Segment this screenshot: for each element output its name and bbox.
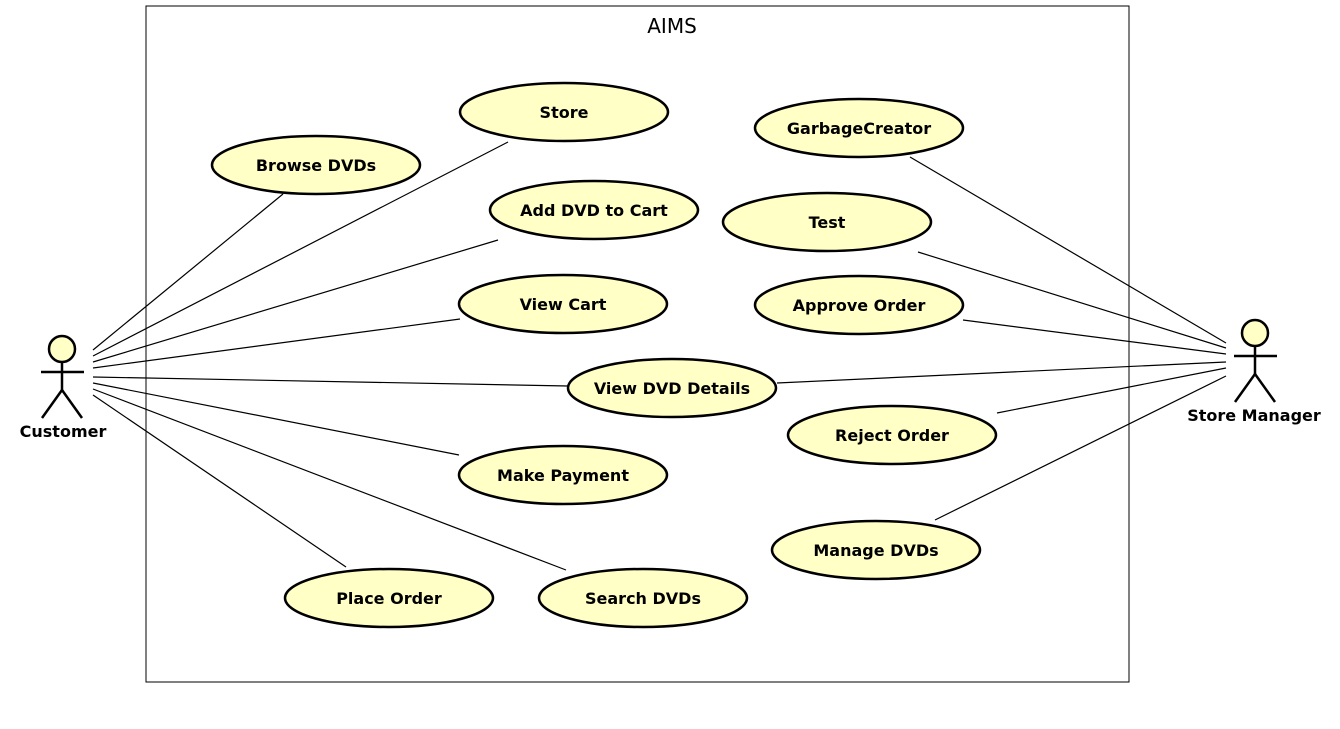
use-case-ellipse	[458, 81, 670, 143]
association-manager-reject-order	[996, 367, 1227, 414]
use-case-label: Store	[540, 103, 589, 122]
use-case-label: Reject Order	[835, 426, 949, 445]
use-case-label: GarbageCreator	[787, 119, 931, 138]
actor-label-store-manager: Store Manager	[1187, 406, 1321, 425]
actor-customer[interactable]: Customer	[20, 334, 107, 441]
use-case-label: View DVD Details	[594, 379, 750, 398]
use-case-ellipse	[457, 444, 669, 506]
actor-store-manager[interactable]: Store Manager	[1187, 318, 1321, 425]
use-case-ellipse	[753, 274, 965, 336]
association-customer-search-dvds	[92, 388, 567, 571]
use-case-ellipse	[721, 191, 933, 253]
association-manager-garbage-creator	[909, 156, 1227, 344]
association-customer-view-dvd-details	[92, 376, 569, 387]
use-case-ellipse	[210, 134, 422, 196]
use-case-ellipse	[753, 97, 965, 159]
use-case-label: Place Order	[336, 589, 442, 608]
association-customer-store	[92, 141, 509, 357]
use-case-add-dvd-to-cart[interactable]: Add DVD to Cart	[488, 179, 700, 241]
use-case-view-cart[interactable]: View Cart	[457, 273, 669, 335]
store-manager-associations	[776, 156, 1227, 521]
actor-right-leg	[1253, 373, 1277, 403]
actor-right-leg	[60, 389, 84, 419]
actor-label-customer: Customer	[20, 422, 107, 441]
customer-associations	[92, 141, 569, 571]
use-case-label: Manage DVDs	[813, 541, 938, 560]
use-case-ellipse	[770, 519, 982, 581]
use-case-label: Search DVDs	[585, 589, 701, 608]
system-title: AIMS	[647, 14, 697, 38]
actor-head-icon	[1240, 318, 1270, 348]
use-case-label: Test	[809, 213, 846, 232]
use-case-garbage-creator[interactable]: GarbageCreator	[753, 97, 965, 159]
use-case-ellipse	[537, 567, 749, 629]
use-case-ellipse	[488, 179, 700, 241]
association-manager-manage-dvds	[934, 375, 1227, 521]
use-case-label: Approve Order	[793, 296, 926, 315]
actor-left-leg	[40, 389, 64, 419]
use-case-ellipse	[566, 357, 778, 419]
use-case-test[interactable]: Test	[721, 191, 933, 253]
use-case-ellipse	[457, 273, 669, 335]
use-case-view-dvd-details[interactable]: View DVD Details	[566, 357, 778, 419]
association-customer-add-dvd-to-cart	[92, 239, 499, 363]
association-customer-view-cart	[92, 318, 461, 369]
use-case-label: View Cart	[520, 295, 607, 314]
use-case-place-order[interactable]: Place Order	[283, 567, 495, 629]
association-manager-view-dvd-details	[776, 361, 1227, 384]
actor-head-icon	[47, 334, 77, 364]
association-customer-make-payment	[92, 382, 460, 456]
association-manager-test	[917, 251, 1227, 349]
use-case-search-dvds[interactable]: Search DVDs	[537, 567, 749, 629]
use-case-label: Browse DVDs	[256, 156, 376, 175]
association-manager-approve-order	[962, 319, 1227, 355]
association-customer-browse-dvds	[92, 193, 284, 351]
use-case-browse-dvds[interactable]: Browse DVDs	[210, 134, 422, 196]
use-case-label: Add DVD to Cart	[520, 201, 668, 220]
use-case-approve-order[interactable]: Approve Order	[753, 274, 965, 336]
use-case-ellipse	[786, 404, 998, 466]
use-case-reject-order[interactable]: Reject Order	[786, 404, 998, 466]
use-case-manage-dvds[interactable]: Manage DVDs	[770, 519, 982, 581]
association-customer-place-order	[92, 394, 347, 568]
use-case-label: Make Payment	[497, 466, 629, 485]
use-case-ellipse	[283, 567, 495, 629]
use-case-make-payment[interactable]: Make Payment	[457, 444, 669, 506]
use-case-store[interactable]: Store	[458, 81, 670, 143]
actor-left-leg	[1233, 373, 1257, 403]
